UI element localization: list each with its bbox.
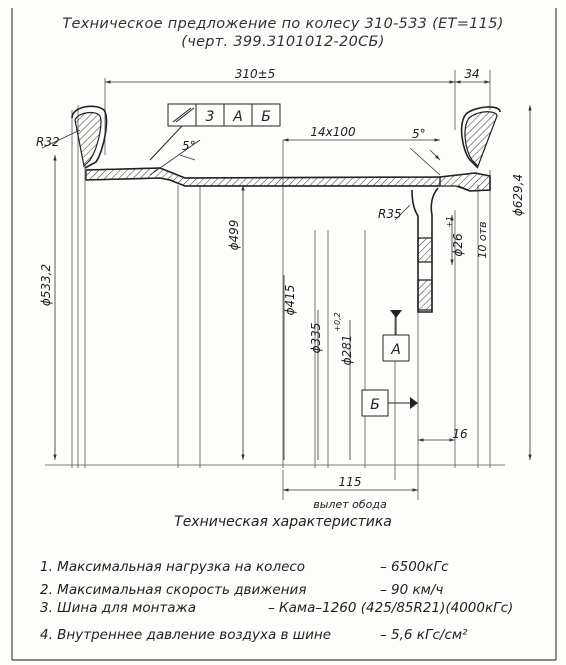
dim-dia-533: ϕ533,2 xyxy=(39,264,53,306)
spec-row: 3. Шина для монтажа – Кама–1260 (425/85R… xyxy=(40,600,513,616)
dim-angle-right: 5° xyxy=(412,127,426,141)
frame-cell-datum-a: А xyxy=(232,109,243,125)
dim-dia-335: ϕ335 xyxy=(309,323,323,354)
dim-bolt-pattern: 14x100 xyxy=(310,125,356,139)
spec-label: 2. Максимальная скорость движения xyxy=(40,582,307,598)
datum-b: Б xyxy=(361,389,418,417)
spec-row: 4. Внутреннее давление воздуха в шине – … xyxy=(40,627,467,643)
spec-row: 1. Максимальная нагрузка на колесо – 650… xyxy=(40,559,449,575)
spec-label: 4. Внутреннее давление воздуха в шине xyxy=(40,627,332,643)
dim-hole-count: 10 отв xyxy=(476,221,489,258)
spec-value: – 6500кГс xyxy=(380,559,449,575)
dim-flange-radius: R32 xyxy=(36,135,60,149)
spec-value: – 5,6 кГс/см² xyxy=(380,627,468,643)
dim-overall-width: 310±5 xyxy=(235,67,276,81)
dim-thickness-16: 16 xyxy=(452,427,468,441)
dim-dia-629: ϕ629,4 xyxy=(511,174,525,216)
rim-profile xyxy=(71,105,501,313)
dim-disc-radius: R35 xyxy=(378,207,402,221)
dim-offset-label: вылет обода xyxy=(313,498,387,511)
spec-label: 3. Шина для монтажа xyxy=(40,600,196,616)
frame-cell-tolerance: 3 xyxy=(206,109,215,125)
dim-dia-499: ϕ499 xyxy=(227,220,241,251)
sheet-frame xyxy=(11,8,557,661)
spec-row: 2. Максимальная скорость движения – 90 к… xyxy=(40,582,443,598)
dim-offset: 115 xyxy=(339,475,362,489)
dimension-lines xyxy=(41,80,532,492)
construction-lines xyxy=(45,70,505,500)
datum-b-label: Б xyxy=(370,397,380,413)
tolerance-frame xyxy=(149,103,281,161)
dim-flange-width: 34 xyxy=(464,67,479,81)
datum-a: А xyxy=(382,310,410,362)
spec-value: – Кама–1260 (425/85R21)(4000кГс) xyxy=(268,600,514,616)
spec-label: 1. Максимальная нагрузка на колесо xyxy=(40,559,306,575)
frame-cell-datum-b: Б xyxy=(261,109,271,125)
hatched-sections xyxy=(74,111,498,311)
dim-hole-dia: ϕ26 xyxy=(451,233,465,257)
spec-value: – 90 км/ч xyxy=(380,582,444,598)
drawing-title: Техническое предложение по колесу 310-53… xyxy=(62,16,504,32)
dim-dia-415: ϕ415 xyxy=(283,285,297,316)
dim-hole-tolerance: +1 xyxy=(445,216,454,228)
dim-dia-281-tolerance: +0,2 xyxy=(333,312,342,331)
dim-dia-281: ϕ281 xyxy=(340,335,354,366)
drawing-number: (черт. 399.3101012-20СБ) xyxy=(181,34,385,50)
dim-angle-left: 5° xyxy=(182,139,196,153)
spec-heading: Техническая характеристика xyxy=(174,514,392,530)
datum-a-label: А xyxy=(390,342,401,358)
